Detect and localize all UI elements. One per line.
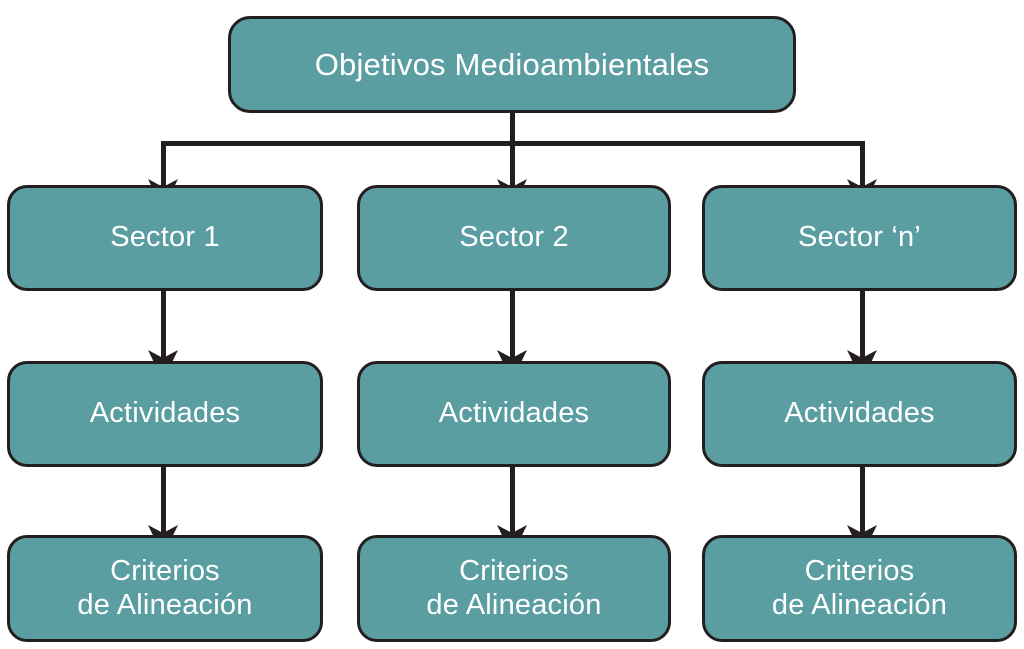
connector-branch-drop-2 bbox=[510, 141, 515, 193]
node-actividades-2[interactable]: Actividades bbox=[357, 361, 671, 467]
connector-actividades-1-to-criterios-1 bbox=[161, 465, 166, 537]
node-label: Objetivos Medioambientales bbox=[314, 46, 710, 82]
node-actividades-3[interactable]: Actividades bbox=[702, 361, 1017, 467]
node-sector-1[interactable]: Sector 1 bbox=[7, 185, 323, 291]
node-actividades-1[interactable]: Actividades bbox=[7, 361, 323, 467]
connector-branch-drop-1 bbox=[161, 141, 166, 193]
node-objetivos-medioambientales[interactable]: Objetivos Medioambientales bbox=[228, 16, 796, 113]
node-sector-2[interactable]: Sector 2 bbox=[357, 185, 671, 291]
node-criterios-alineacion-2[interactable]: Criterios de Alineación bbox=[357, 535, 671, 642]
node-label: Actividades bbox=[89, 397, 241, 430]
node-label: Sector 1 bbox=[110, 221, 220, 254]
node-label: Actividades bbox=[438, 397, 590, 430]
connector-sector-1-to-actividades-1 bbox=[161, 289, 166, 361]
node-label: Criterios de Alineación bbox=[77, 554, 253, 621]
node-label: Criterios de Alineación bbox=[771, 554, 948, 621]
connector-branch-drop-3 bbox=[860, 141, 865, 193]
node-label: Criterios de Alineación bbox=[426, 554, 602, 621]
connector-sector-2-to-actividades-2 bbox=[510, 289, 515, 361]
node-criterios-alineacion-3[interactable]: Criterios de Alineación bbox=[702, 535, 1017, 642]
node-label: Actividades bbox=[784, 397, 935, 430]
connector-root-trunk bbox=[510, 110, 515, 146]
node-label: Sector 2 bbox=[459, 221, 569, 254]
node-label: Sector ‘n’ bbox=[798, 221, 921, 254]
node-criterios-alineacion-1[interactable]: Criterios de Alineación bbox=[7, 535, 323, 642]
connector-actividades-2-to-criterios-2 bbox=[510, 465, 515, 537]
connector-sector-3-to-actividades-3 bbox=[860, 289, 865, 361]
connector-actividades-3-to-criterios-3 bbox=[860, 465, 865, 537]
node-sector-n[interactable]: Sector ‘n’ bbox=[702, 185, 1017, 291]
